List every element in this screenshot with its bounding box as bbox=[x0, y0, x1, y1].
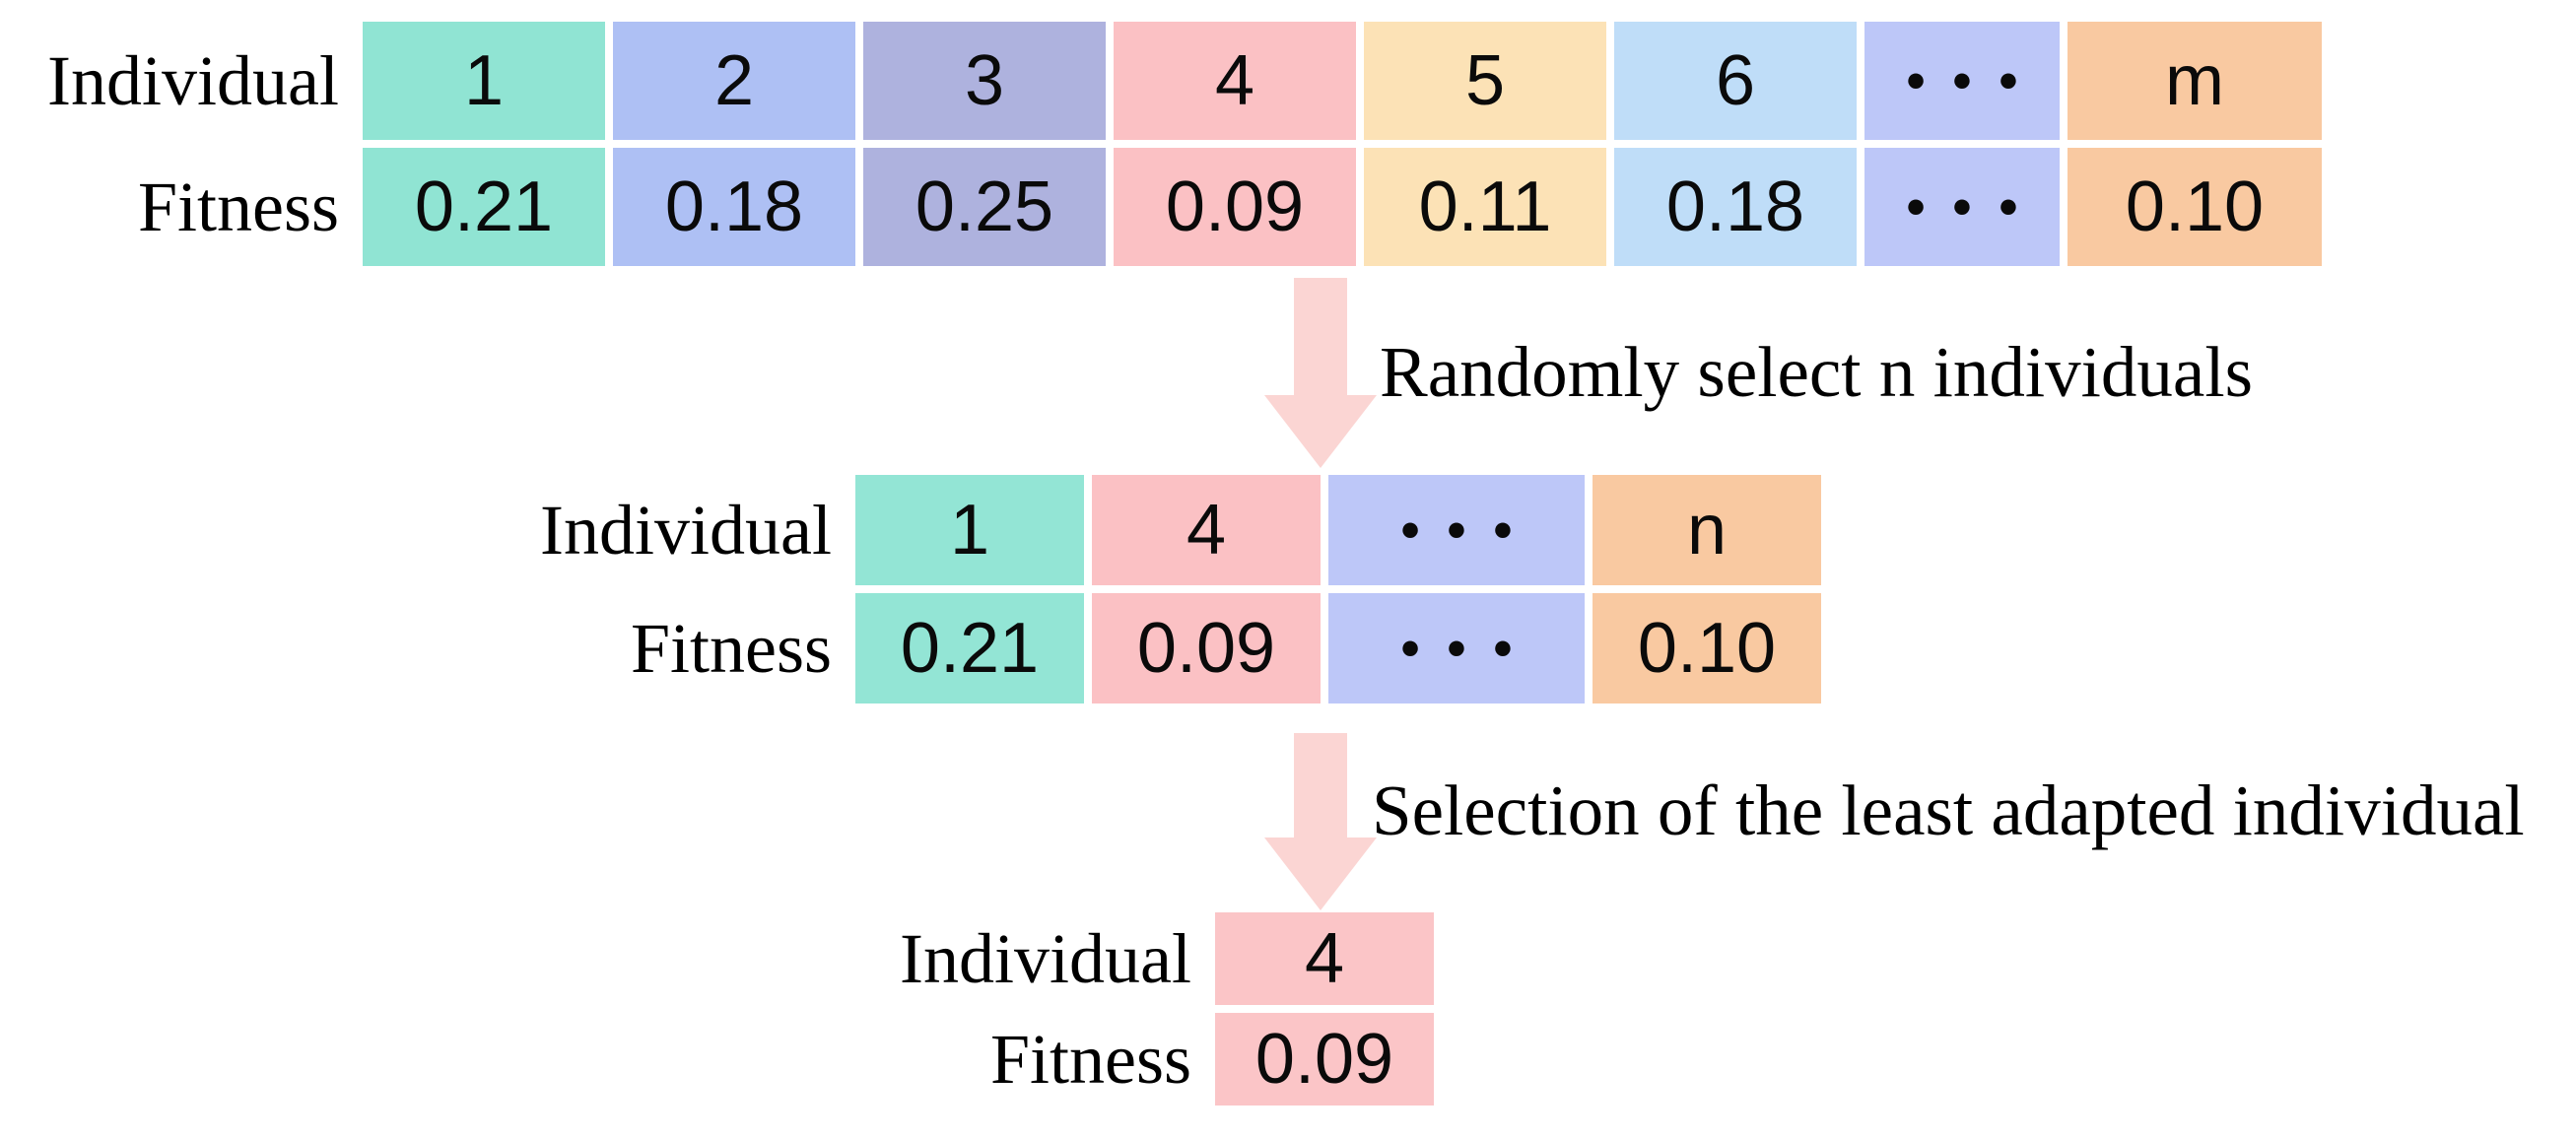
row-label-individual: Individual bbox=[540, 490, 832, 570]
individual-cell: 1 bbox=[855, 475, 1084, 585]
individual-cell: m bbox=[2068, 22, 2322, 140]
individual-cell: n bbox=[1593, 475, 1821, 585]
individual-cell: 1 bbox=[363, 22, 605, 140]
fitness-cell: 0.09 bbox=[1215, 1013, 1434, 1106]
fitness-cell: 0.11 bbox=[1364, 148, 1606, 266]
individual-cell: 4 bbox=[1092, 475, 1321, 585]
row-label-individual: Individual bbox=[47, 40, 339, 120]
arrow-down-icon bbox=[1264, 733, 1377, 910]
fitness-cell: 0.21 bbox=[855, 593, 1084, 704]
individual-cell: 6 bbox=[1614, 22, 1857, 140]
fitness-cell: 0.09 bbox=[1092, 593, 1321, 704]
fitness-cell: 0.18 bbox=[613, 148, 855, 266]
arrow-shaft bbox=[1294, 733, 1347, 838]
fitness-cell: 0.10 bbox=[1593, 593, 1821, 704]
sample-table: Individual Fitness 1 4 ••• n 0.21 0.09 •… bbox=[527, 475, 1821, 711]
selected-table-row-labels: Individual Fitness bbox=[892, 912, 1215, 1106]
fitness-cell: 0.09 bbox=[1114, 148, 1356, 266]
row-label-individual: Individual bbox=[900, 918, 1191, 998]
individual-cell: 5 bbox=[1364, 22, 1606, 140]
step2-label: Selection of the least adapted individua… bbox=[1372, 770, 2525, 850]
arrow-shaft bbox=[1294, 278, 1347, 395]
selected-table-cells: 4 0.09 bbox=[1215, 912, 1434, 1113]
fitness-row: 0.09 bbox=[1215, 1013, 1434, 1106]
population-table-row-labels: Individual Fitness bbox=[30, 22, 363, 266]
individual-row: 4 bbox=[1215, 912, 1434, 1005]
arrow-head bbox=[1264, 838, 1377, 910]
individual-cell: 4 bbox=[1114, 22, 1356, 140]
ellipsis-cell: ••• bbox=[1328, 475, 1585, 585]
fitness-row: 0.21 0.09 ••• 0.10 bbox=[855, 593, 1821, 704]
step1-label: Randomly select n individuals bbox=[1380, 332, 2254, 412]
fitness-cell: 0.10 bbox=[2068, 148, 2322, 266]
ellipsis-cell: ••• bbox=[1328, 593, 1585, 704]
ellipsis-cell: ••• bbox=[1864, 22, 2060, 140]
individual-row: 1 4 ••• n bbox=[855, 475, 1821, 585]
individual-row: 1 2 3 4 5 6 ••• m bbox=[363, 22, 2322, 140]
ellipsis-cell: ••• bbox=[1864, 148, 2060, 266]
sample-table-cells: 1 4 ••• n 0.21 0.09 ••• 0.10 bbox=[855, 475, 1821, 711]
individual-cell: 3 bbox=[863, 22, 1106, 140]
arrow-head bbox=[1264, 395, 1377, 468]
individual-cell: 2 bbox=[613, 22, 855, 140]
row-label-fitness: Fitness bbox=[989, 1019, 1191, 1099]
fitness-cell: 0.21 bbox=[363, 148, 605, 266]
individual-cell: 4 bbox=[1215, 912, 1434, 1005]
row-label-fitness: Fitness bbox=[137, 167, 339, 246]
fitness-cell: 0.25 bbox=[863, 148, 1106, 266]
sample-table-row-labels: Individual Fitness bbox=[527, 475, 855, 704]
population-table-cells: 1 2 3 4 5 6 ••• m 0.21 0.18 0.25 0.09 0.… bbox=[363, 22, 2322, 274]
selected-table: Individual Fitness 4 0.09 bbox=[892, 912, 1434, 1113]
fitness-cell: 0.18 bbox=[1614, 148, 1857, 266]
row-label-fitness: Fitness bbox=[630, 608, 832, 688]
arrow-down-icon bbox=[1264, 278, 1377, 468]
fitness-row: 0.21 0.18 0.25 0.09 0.11 0.18 ••• 0.10 bbox=[363, 148, 2322, 266]
population-table: Individual Fitness 1 2 3 4 5 6 ••• m 0.2… bbox=[30, 22, 2322, 274]
